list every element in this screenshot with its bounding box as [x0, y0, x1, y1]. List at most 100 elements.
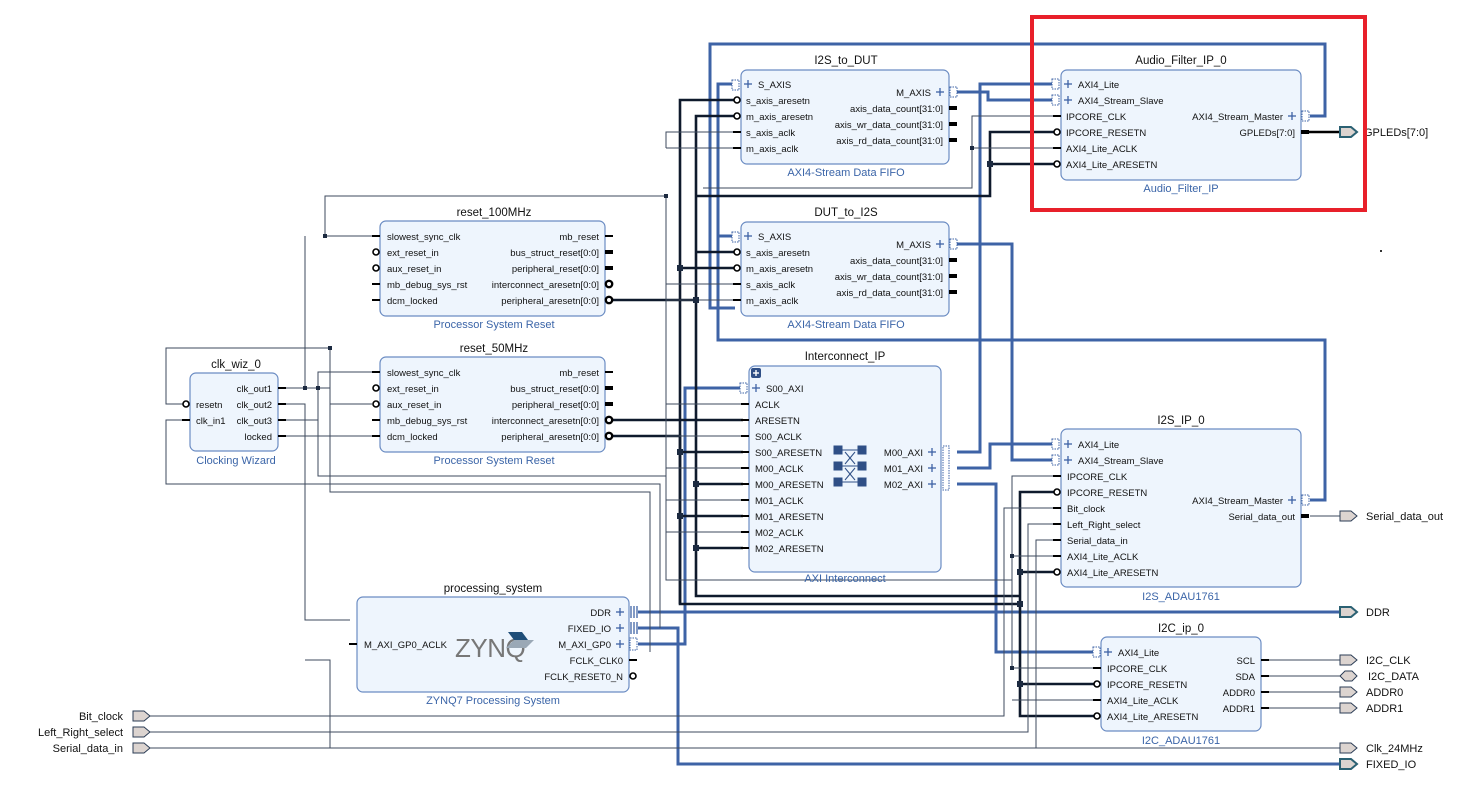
pin[interactable]: clk_out2: [237, 400, 272, 411]
pin[interactable]: interconnect_aresetn[0:0]: [492, 280, 599, 291]
pin[interactable]: M00_ARESETN: [755, 480, 824, 491]
pin[interactable]: AXI4_Lite_ARESETN: [1107, 712, 1198, 723]
pin[interactable]: s_axis_aresetn: [746, 96, 810, 107]
pin[interactable]: M02_ARESETN: [755, 544, 824, 555]
pin[interactable]: mb_reset: [559, 368, 599, 379]
net-audio-stream-master[interactable]: [708, 42, 1327, 310]
pin[interactable]: peripheral_aresetn[0:0]: [501, 432, 599, 443]
block-i2s-to-dut[interactable]: I2S_to_DUT AXI4-Stream Data FIFO S_AXIS …: [731, 55, 958, 179]
pin[interactable]: M_AXI_GP0: [558, 640, 611, 651]
pin[interactable]: S00_ACLK: [755, 432, 803, 443]
pin[interactable]: M01_ARESETN: [755, 512, 824, 523]
pin[interactable]: ADDR0: [1223, 688, 1255, 699]
pin[interactable]: peripheral_aresetn[0:0]: [501, 296, 599, 307]
input-port-bit-clock[interactable]: [132, 710, 151, 722]
block-clk-wiz[interactable]: clk_wiz_0 Clocking Wizard resetn clk_in1…: [182, 359, 286, 467]
pin[interactable]: FIXED_IO: [568, 624, 611, 635]
pin-m-axis[interactable]: M_AXIS: [896, 240, 931, 251]
pin[interactable]: ext_reset_in: [387, 248, 439, 259]
pin[interactable]: S00_AXI: [766, 384, 804, 395]
pin[interactable]: IPCORE_RESETN: [1066, 128, 1146, 139]
block-dut-to-i2s[interactable]: DUT_to_I2S AXI4-Stream Data FIFO S_AXIS …: [731, 207, 958, 331]
pin[interactable]: SDA: [1235, 672, 1255, 683]
pin-s-axis[interactable]: S_AXIS: [758, 232, 791, 243]
pin[interactable]: peripheral_reset[0:0]: [512, 400, 599, 411]
output-port-ddr[interactable]: [1339, 606, 1359, 618]
pin[interactable]: AXI4_Lite: [1078, 440, 1119, 451]
pin[interactable]: FCLK_CLK0: [570, 656, 623, 667]
pin[interactable]: aux_reset_in: [387, 264, 441, 275]
pin[interactable]: M00_ACLK: [755, 464, 804, 475]
input-port-serial-data-in[interactable]: [132, 742, 151, 754]
block-interconnect[interactable]: Interconnect_IP AXI Interconnect S00_AXI…: [739, 351, 950, 585]
pin[interactable]: AXI4_Stream_Master: [1192, 496, 1283, 507]
pin[interactable]: Left_Right_select: [1067, 520, 1141, 531]
pin[interactable]: bus_struct_reset[0:0]: [510, 248, 599, 259]
pin[interactable]: Serial_data_out: [1228, 512, 1295, 523]
pin[interactable]: M01_AXI: [884, 464, 923, 475]
block-audio-filter-ip[interactable]: Audio_Filter_IP_0 Audio_Filter_IP AXI4_L…: [1051, 55, 1310, 195]
block-reset-50mhz[interactable]: reset_50MHz Processor System Reset slowe…: [372, 343, 614, 467]
output-port-addr1[interactable]: [1339, 702, 1358, 714]
pin[interactable]: clk_out1: [237, 384, 272, 395]
pin[interactable]: AXI4_Lite_ARESETN: [1066, 160, 1157, 171]
pin[interactable]: axis_rd_data_count[31:0]: [836, 136, 943, 147]
pin[interactable]: AXI4_Lite_ACLK: [1107, 696, 1179, 707]
pin[interactable]: mb_reset: [559, 232, 599, 243]
output-port-i2c-clk[interactable]: [1339, 654, 1358, 666]
pin[interactable]: AXI4_Lite_ARESETN: [1067, 568, 1158, 579]
pin[interactable]: peripheral_reset[0:0]: [512, 264, 599, 275]
pin-s-axis[interactable]: S_AXIS: [758, 80, 791, 91]
pin[interactable]: axis_wr_data_count[31:0]: [835, 120, 943, 131]
pin[interactable]: bus_struct_reset[0:0]: [510, 384, 599, 395]
pin[interactable]: AXI4_Stream_Slave: [1078, 456, 1164, 467]
pin[interactable]: IPCORE_RESETN: [1107, 680, 1187, 691]
pin[interactable]: IPCORE_RESETN: [1067, 488, 1147, 499]
pin[interactable]: AXI4_Lite_ACLK: [1066, 144, 1138, 155]
pin[interactable]: axis_wr_data_count[31:0]: [835, 272, 943, 283]
pin[interactable]: AXI4_Lite: [1118, 648, 1159, 659]
pin[interactable]: M02_AXI: [884, 480, 923, 491]
block-i2s-ip[interactable]: I2S_IP_0 I2S_ADAU1761 AXI4_Lite AXI4_Str…: [1051, 415, 1310, 603]
pin[interactable]: ext_reset_in: [387, 384, 439, 395]
inout-port-i2c-data[interactable]: [1339, 670, 1358, 682]
block-reset-100mhz[interactable]: reset_100MHz Processor System Reset slow…: [372, 207, 614, 331]
pin[interactable]: AXI4_Lite: [1078, 80, 1119, 91]
input-port-left-right-select[interactable]: [132, 726, 151, 738]
pin[interactable]: m_axis_aclk: [746, 144, 799, 155]
pin[interactable]: mb_debug_sys_rst: [387, 280, 468, 291]
pin[interactable]: M_AXI_GP0_ACLK: [364, 640, 448, 651]
pin[interactable]: AXI4_Stream_Master: [1192, 112, 1283, 123]
pin[interactable]: interconnect_aresetn[0:0]: [492, 416, 599, 427]
pin[interactable]: ADDR1: [1223, 704, 1255, 715]
pin[interactable]: AXI4_Lite_ACLK: [1067, 552, 1139, 563]
net-dut-to-i2s-saxis[interactable]: [716, 82, 735, 238]
pin[interactable]: M01_ACLK: [755, 496, 804, 507]
block-i2c-ip[interactable]: I2C_ip_0 I2C_ADAU1761 AXI4_Lite IPCORE_C…: [1092, 623, 1269, 747]
pin[interactable]: dcm_locked: [387, 432, 438, 443]
pin[interactable]: Serial_data_in: [1067, 536, 1128, 547]
pin[interactable]: M00_AXI: [884, 448, 923, 459]
output-port-gpleds[interactable]: [1339, 126, 1359, 138]
pin[interactable]: clk_in1: [196, 416, 226, 427]
pin[interactable]: resetn: [196, 400, 222, 411]
pin[interactable]: FCLK_RESET0_N: [544, 672, 623, 683]
pin[interactable]: M02_ACLK: [755, 528, 804, 539]
pin[interactable]: clk_out3: [237, 416, 272, 427]
pin[interactable]: AXI4_Stream_Slave: [1078, 96, 1164, 107]
net-m00-axi[interactable]: [957, 82, 1055, 454]
pin[interactable]: axis_data_count[31:0]: [850, 104, 943, 115]
net-m02-axi[interactable]: [957, 482, 1093, 654]
pin-m-axis[interactable]: M_AXIS: [896, 88, 931, 99]
pin[interactable]: m_axis_aclk: [746, 296, 799, 307]
pin[interactable]: dcm_locked: [387, 296, 438, 307]
output-port-clk-24mhz[interactable]: [1339, 742, 1358, 754]
output-port-serial-data-out[interactable]: [1339, 510, 1358, 522]
pin[interactable]: ACLK: [755, 400, 780, 411]
net-fixed-io[interactable]: [638, 626, 1340, 766]
pin[interactable]: aux_reset_in: [387, 400, 441, 411]
pin[interactable]: m_axis_aresetn: [746, 112, 813, 123]
pin[interactable]: m_axis_aresetn: [746, 264, 813, 275]
pin[interactable]: S00_ARESETN: [755, 448, 822, 459]
